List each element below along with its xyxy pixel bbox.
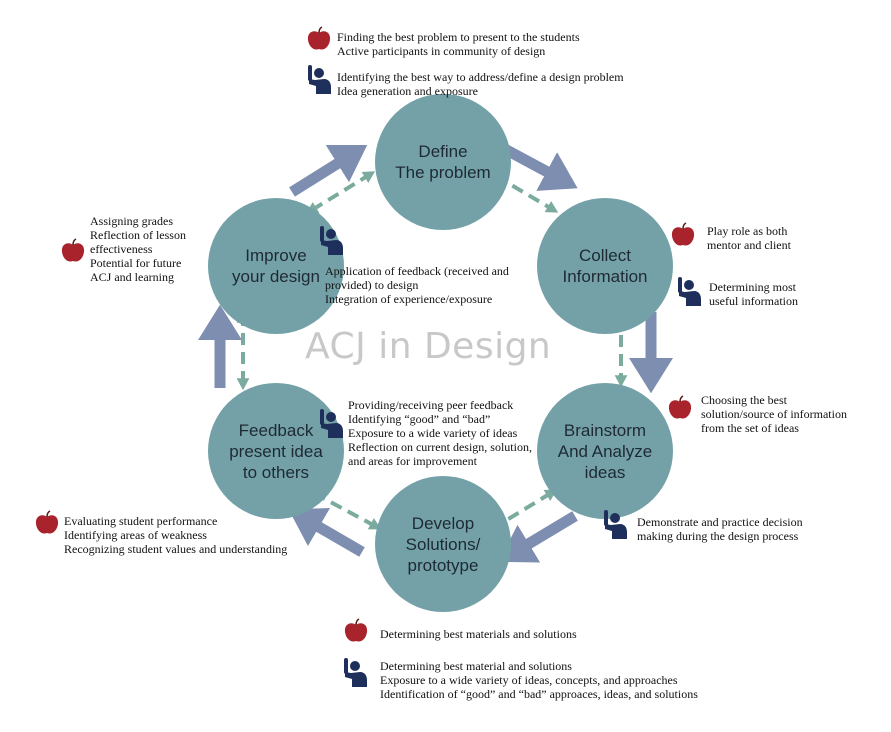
node-develop-solutions: Develop Solutions/ prototype bbox=[375, 476, 511, 612]
cycle-arrow-brainstorm-to-develop bbox=[498, 511, 578, 563]
note-define-student: Identifying the best way to address/defi… bbox=[337, 70, 624, 98]
node-feedback-present: Feedback present idea to others bbox=[208, 383, 344, 519]
note-develop-teacher: Determining best materials and solutions bbox=[380, 627, 577, 641]
raised-hand-student-icon bbox=[308, 65, 331, 94]
raised-hand-student-icon bbox=[320, 226, 343, 255]
apple-icon bbox=[668, 395, 692, 419]
diagram-title: ACJ in Design bbox=[305, 326, 552, 367]
apple-icon bbox=[671, 222, 695, 246]
node-improve-design: Improve your design bbox=[208, 198, 344, 334]
note-collect-teacher: Play role as both mentor and client bbox=[707, 224, 791, 252]
raised-hand-student-icon bbox=[320, 409, 343, 438]
note-develop-student: Determining best material and solutions … bbox=[380, 659, 698, 701]
node-collect-information: Collect Information bbox=[537, 198, 673, 334]
note-define-teacher: Finding the best problem to present to t… bbox=[337, 30, 580, 58]
raised-hand-student-icon bbox=[344, 658, 367, 687]
note-brainstorm-student: Demonstrate and practice decision making… bbox=[637, 515, 803, 543]
note-improve-student: Application of feedback (received and pr… bbox=[325, 264, 509, 306]
apple-icon bbox=[35, 510, 59, 534]
cycle-arrow-improve-to-define bbox=[289, 145, 368, 197]
note-feedback-teacher: Evaluating student performance Identifyi… bbox=[64, 514, 288, 556]
node-define-problem: Define The problem bbox=[375, 94, 511, 230]
note-brainstorm-teacher: Choosing the best solution/source of inf… bbox=[701, 393, 847, 435]
apple-icon bbox=[344, 618, 368, 642]
note-feedback-student: Providing/receiving peer feedback Identi… bbox=[348, 398, 532, 468]
cycle-arrow-develop-to-feedback bbox=[288, 508, 365, 557]
raised-hand-student-icon bbox=[678, 277, 701, 306]
raised-hand-student-icon bbox=[604, 510, 627, 539]
node-brainstorm-analyze: Brainstorm And Analyze ideas bbox=[537, 383, 673, 519]
note-improve-teacher: Assigning grades Reflection of lesson ef… bbox=[90, 214, 186, 284]
dashed-arrow-improve-define bbox=[305, 171, 376, 214]
apple-icon bbox=[61, 238, 85, 262]
dashed-arrow-brainstorm-develop bbox=[490, 489, 558, 530]
cycle-arrow-define-to-collect bbox=[500, 143, 578, 191]
note-collect-student: Determining most useful information bbox=[709, 280, 798, 308]
apple-icon bbox=[307, 26, 331, 50]
